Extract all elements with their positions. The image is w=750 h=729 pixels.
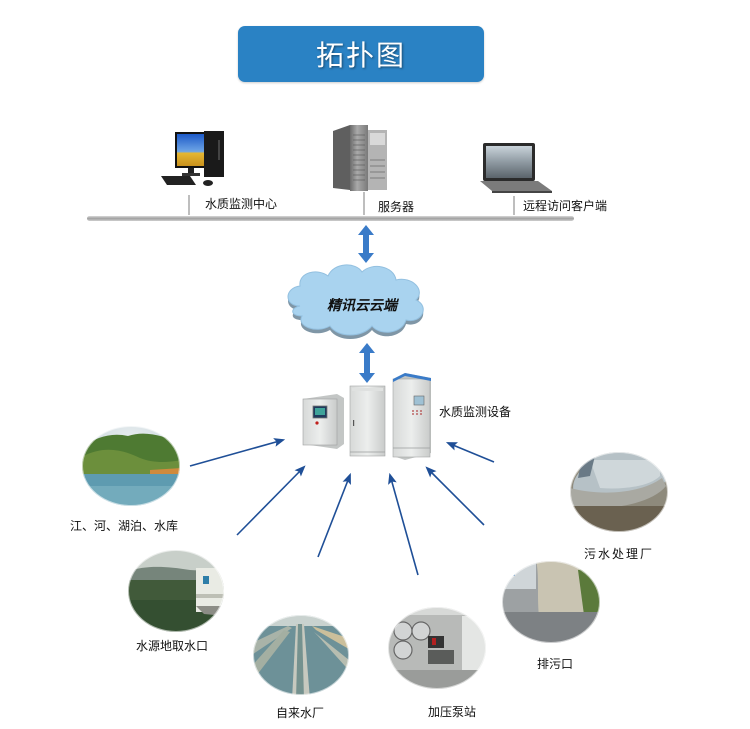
label-cloud: 精讯云云端 [327, 298, 397, 314]
arrow-intake [236, 465, 306, 536]
label-outfall: 排污口 [537, 657, 574, 671]
arrow-lake [189, 438, 286, 467]
laptop-icon [480, 143, 552, 193]
waterworks-photo [253, 615, 349, 695]
label-sewage-plant: 污水处理厂 [584, 547, 655, 561]
sewage-plant-photo [570, 452, 668, 532]
label-monitoring-center: 水质监测中心 [205, 197, 278, 211]
arrow-pump [388, 472, 419, 576]
data-flow-arrows [189, 438, 495, 576]
arrow-outfall [425, 466, 485, 526]
bus-line [87, 216, 574, 221]
label-intake: 水源地取水口 [136, 639, 209, 653]
arrow-waterworks [317, 472, 351, 558]
label-remote-client: 远程访问客户端 [523, 199, 608, 213]
water-intake-photo [128, 550, 224, 632]
desktop-computer-icon [161, 131, 224, 186]
page-title: 拓扑图 [315, 39, 406, 72]
label-server: 服务器 [378, 200, 415, 214]
photo-frames [81, 425, 669, 696]
server-tower-icon [333, 125, 387, 191]
arrow-sewage [445, 442, 495, 463]
label-pump-station: 加压泵站 [428, 705, 477, 719]
title-banner: 拓扑图 [238, 26, 484, 82]
label-lake: 江、河、湖泊、水库 [70, 519, 179, 533]
label-waterworks: 自来水厂 [276, 706, 325, 720]
cloud-icon [287, 264, 424, 339]
label-monitoring-device: 水质监测设备 [439, 405, 512, 419]
monitoring-cabinets-icon [302, 373, 431, 460]
network-bus [87, 192, 574, 221]
sewage-outfall-photo [502, 561, 600, 643]
double-arrow-cloud-device [359, 343, 375, 383]
double-arrow-bus-cloud [358, 225, 374, 263]
